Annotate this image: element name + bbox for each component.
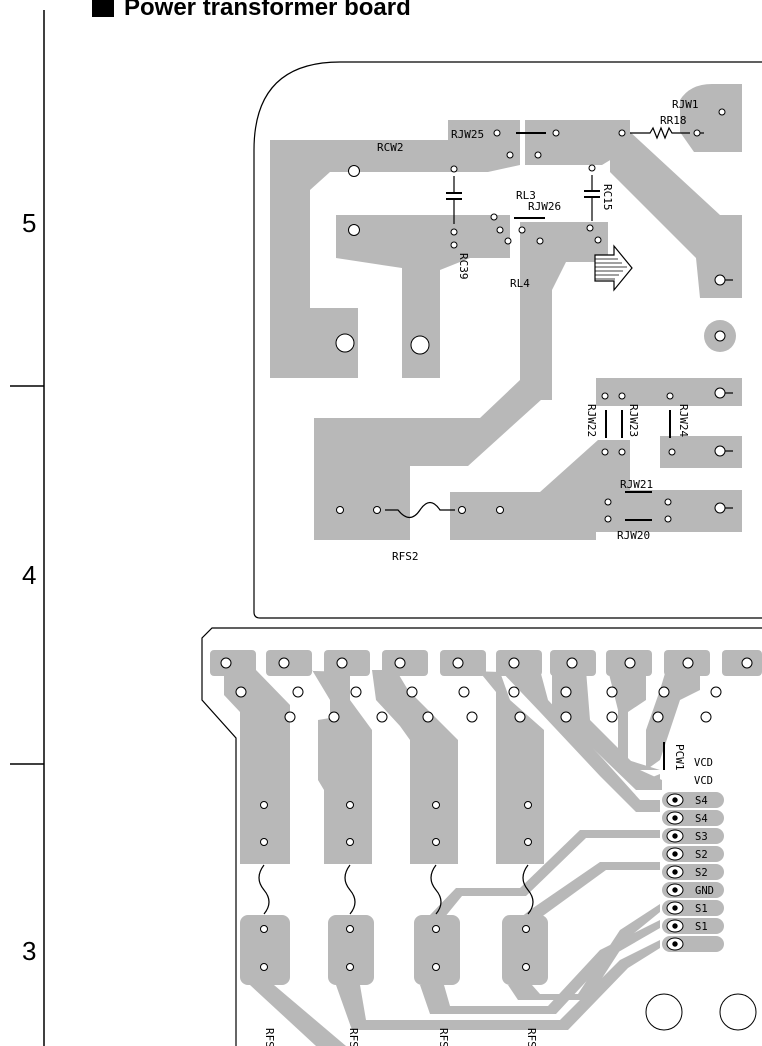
page-title: Power transformer board [92,0,411,22]
upper-labels: RJW1 RR18 RJW25 RCW2 RL3 RJW26 RC15 RC39… [377,98,699,563]
pin-label-s2-2: S2 [695,867,708,879]
title-bullet [92,0,114,17]
label-rl4: RL4 [510,277,530,290]
zone-ruler [10,10,45,1046]
lower-board: RFS8 RFS7 RFS6 RFS5 PCW1 VCD VCD S4 S4 S… [201,627,762,1046]
pin-label-s3: S3 [695,831,708,843]
upper-board: RJW1 RR18 RJW25 RCW2 RL3 RJW26 RC15 RC39… [253,61,762,619]
label-rjw20: RJW20 [617,529,650,542]
label-rfs5: RFS5 [525,1028,538,1046]
label-rjw21: RJW21 [620,478,653,491]
zone-number-3: 3 [22,936,37,966]
label-rcw2: RCW2 [377,141,404,154]
label-rjw24: RJW24 [677,404,690,437]
label-rjw22: RJW22 [585,404,598,437]
upper-components [385,126,733,521]
label-rfs2: RFS2 [392,550,419,563]
label-rfs8: RFS8 [263,1028,276,1046]
direction-arrow [594,244,633,292]
label-rjw1: RJW1 [672,98,699,111]
pin-label-s1-2: S1 [695,921,708,933]
pin-label-s4-1: S4 [695,795,708,807]
label-rc15: RC15 [601,184,614,211]
lower-labels: RFS8 RFS7 RFS6 RFS5 PCW1 [263,744,686,1046]
title-text: Power transformer board [124,0,411,21]
label-rfs6: RFS6 [437,1028,450,1046]
pin-label-vcd-1: VCD [694,757,713,769]
upper-copper [270,84,742,540]
pin-label-gnd: GND [695,885,714,897]
label-rjw26: RJW26 [528,200,561,213]
upper-board-outline [253,61,762,619]
label-rl3: RL3 [516,189,536,202]
label-rr18: RR18 [660,114,687,127]
label-rjw23: RJW23 [627,404,640,437]
label-rc39: RC39 [457,253,470,280]
lower-board-outline [201,627,762,1046]
lower-pads [220,657,757,1031]
connector-pin-labels: VCD VCD S4 S4 S3 S2 S2 GND S1 S1 [694,757,714,933]
pin-label-s4-2: S4 [695,813,708,825]
zone-number-4: 4 [22,560,37,590]
label-rjw25: RJW25 [451,128,484,141]
pin-label-s2-1: S2 [695,849,708,861]
pin-label-s1-1: S1 [695,903,708,915]
lower-pad-centers [672,797,678,947]
zone-number-5: 5 [22,208,37,238]
label-pcw1: PCW1 [673,744,686,771]
lower-copper [210,650,762,1046]
lower-fuses [258,742,665,915]
pin-label-vcd-2: VCD [694,775,713,787]
label-rfs7: RFS7 [347,1028,360,1046]
upper-pads [335,108,726,523]
